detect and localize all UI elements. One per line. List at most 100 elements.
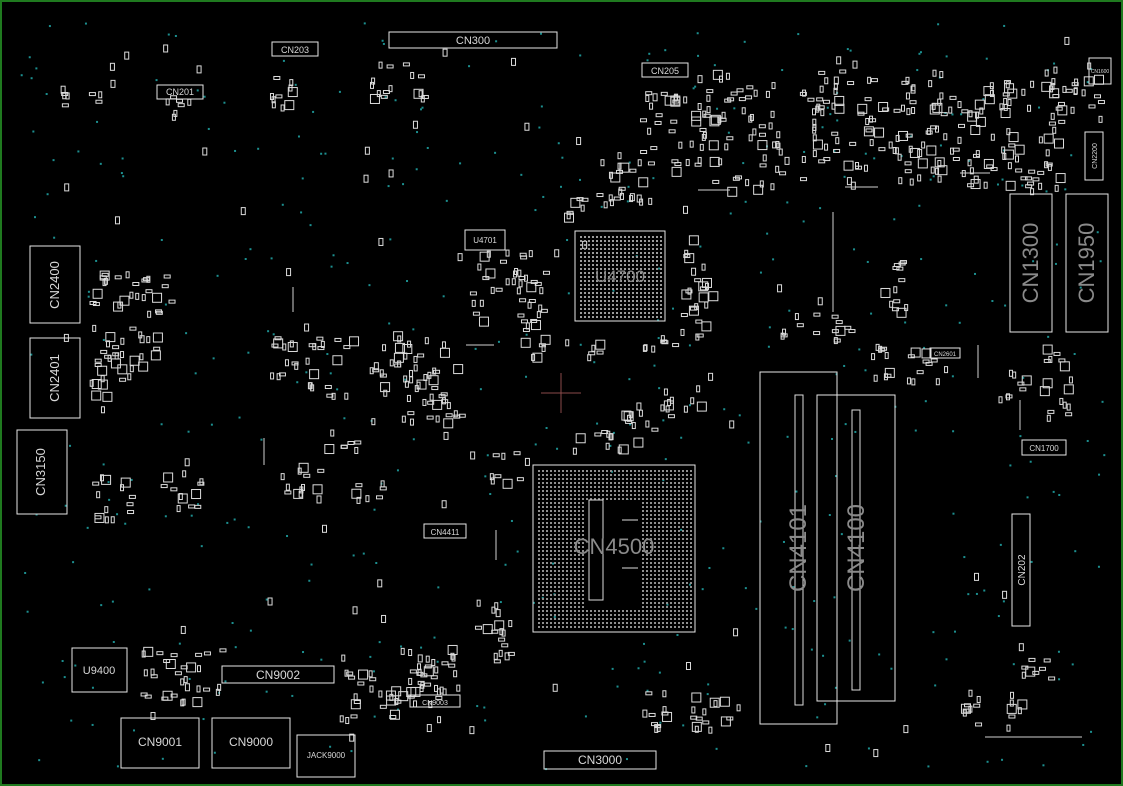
ball <box>588 300 590 302</box>
capacitor <box>596 193 604 198</box>
pin <box>566 618 568 620</box>
pin <box>538 522 540 524</box>
pin <box>618 498 620 500</box>
resistor <box>943 133 948 141</box>
pin <box>614 614 616 616</box>
connector-cn202[interactable]: CN202 <box>1011 513 1031 627</box>
pin <box>594 614 596 616</box>
ball <box>604 304 606 306</box>
u9400-label: U9400 <box>83 665 115 677</box>
resistor <box>903 725 909 734</box>
connector-cn2400[interactable]: CN2400 <box>29 245 81 324</box>
via <box>664 458 667 461</box>
chip-u4701[interactable]: U4701 <box>464 229 506 251</box>
connector-cn3000[interactable]: CN3000 <box>543 750 657 770</box>
ic-package <box>909 147 920 158</box>
pin <box>678 522 680 524</box>
socket-cn4101[interactable]: CN4101 <box>759 371 838 725</box>
connector-cn9003[interactable]: CN9003 <box>409 694 461 708</box>
ic-package <box>835 325 846 336</box>
pin <box>658 582 660 584</box>
connector-cn9000[interactable]: CN9000 <box>211 717 291 769</box>
pin <box>542 514 544 516</box>
pin <box>610 622 612 624</box>
pin <box>598 610 600 612</box>
pin <box>614 622 616 624</box>
ic-package <box>410 686 421 697</box>
pin <box>646 522 648 524</box>
connector-cn3150[interactable]: CN3150 <box>16 429 68 515</box>
capacitor <box>284 490 292 495</box>
pin <box>550 622 552 624</box>
pin <box>582 542 584 544</box>
ic-package <box>120 477 131 488</box>
pin <box>642 578 644 580</box>
resistor <box>888 141 893 149</box>
via <box>308 579 311 582</box>
pin <box>546 626 548 628</box>
pin <box>558 554 560 556</box>
ball <box>656 276 658 278</box>
ic-package <box>878 101 889 112</box>
resistor <box>990 133 995 141</box>
resistor <box>441 500 447 509</box>
pin <box>662 626 664 628</box>
chip-u9400[interactable]: U9400 <box>71 647 128 693</box>
capacitor <box>278 372 286 377</box>
ball <box>652 264 654 266</box>
connector-cn205[interactable]: CN205 <box>641 62 689 78</box>
capacitor <box>813 331 821 336</box>
ball <box>644 276 646 278</box>
connector-cn1300[interactable]: CN1300 <box>1009 193 1053 333</box>
ic-package <box>623 411 634 422</box>
socket-cn4100[interactable]: CN4100 <box>816 394 896 702</box>
ball <box>588 248 590 250</box>
via <box>70 719 73 722</box>
ic-package <box>532 352 543 363</box>
pin <box>566 470 568 472</box>
pin <box>650 626 652 628</box>
resistor <box>305 357 310 365</box>
resistor <box>446 402 451 410</box>
pin <box>642 558 644 560</box>
pin <box>594 618 596 620</box>
connector-cn9002[interactable]: CN9002 <box>221 665 335 684</box>
pin <box>626 618 628 620</box>
capacitor <box>648 712 656 717</box>
via <box>729 212 732 215</box>
resistor <box>629 195 634 203</box>
chip-u4700[interactable]: U4700 <box>574 230 666 322</box>
connector-cn1700[interactable]: CN1700 <box>1021 439 1067 456</box>
connector-cn2401[interactable]: CN2401 <box>29 337 81 419</box>
connector-cn2200[interactable]: CN2200 <box>1084 131 1104 181</box>
pin <box>682 614 684 616</box>
pin <box>606 614 608 616</box>
resistor <box>1002 152 1007 160</box>
connector-cn300[interactable]: CN300 <box>388 31 558 49</box>
pin <box>550 626 552 628</box>
connector-cn4411[interactable]: CN4411 <box>423 523 467 539</box>
resistor <box>867 76 872 84</box>
resistor <box>456 684 461 692</box>
connector-cn2601[interactable]: CN2601 <box>929 347 961 359</box>
connector-cn1600[interactable]: CN1600 <box>1088 57 1112 85</box>
connector-cn9001[interactable]: CN9001 <box>120 717 200 769</box>
capacitor <box>326 393 334 398</box>
pin <box>562 542 564 544</box>
pin <box>666 518 668 520</box>
ball <box>656 292 658 294</box>
pin <box>682 514 684 516</box>
pin <box>550 570 552 572</box>
pin <box>650 526 652 528</box>
pin <box>690 618 692 620</box>
jack-jack9000[interactable]: JACK9000 <box>296 734 356 778</box>
socket-cn4500[interactable]: CN4500 <box>532 464 696 633</box>
connector-cn1950[interactable]: CN1950 <box>1065 193 1109 333</box>
connector-cn201[interactable]: CN201 <box>156 84 204 100</box>
ball <box>584 268 586 270</box>
via <box>387 185 390 188</box>
resistor <box>900 104 905 112</box>
connector-cn203[interactable]: CN203 <box>271 41 319 57</box>
pin <box>682 534 684 536</box>
via <box>646 689 649 692</box>
